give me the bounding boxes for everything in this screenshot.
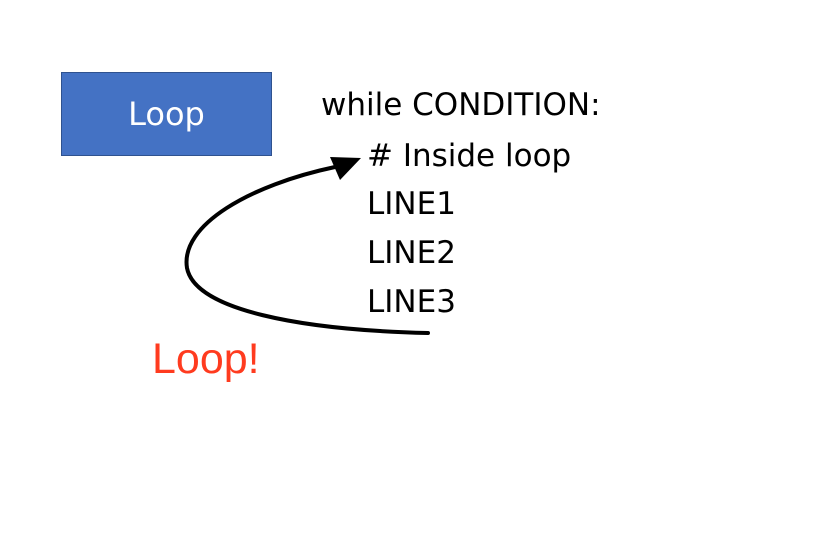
code-line-1: LINE1	[367, 186, 456, 222]
code-line-2: LINE2	[367, 235, 456, 271]
code-line-while: while CONDITION:	[321, 87, 601, 123]
loop-box-label: Loop	[128, 95, 205, 133]
loop-annotation: Loop!	[152, 335, 260, 383]
code-line-3: LINE3	[367, 284, 456, 320]
code-line-comment: # Inside loop	[367, 138, 572, 174]
loop-box: Loop	[61, 72, 272, 156]
arrowhead-icon	[330, 157, 361, 180]
loop-back-arrow-curve	[184, 165, 430, 335]
